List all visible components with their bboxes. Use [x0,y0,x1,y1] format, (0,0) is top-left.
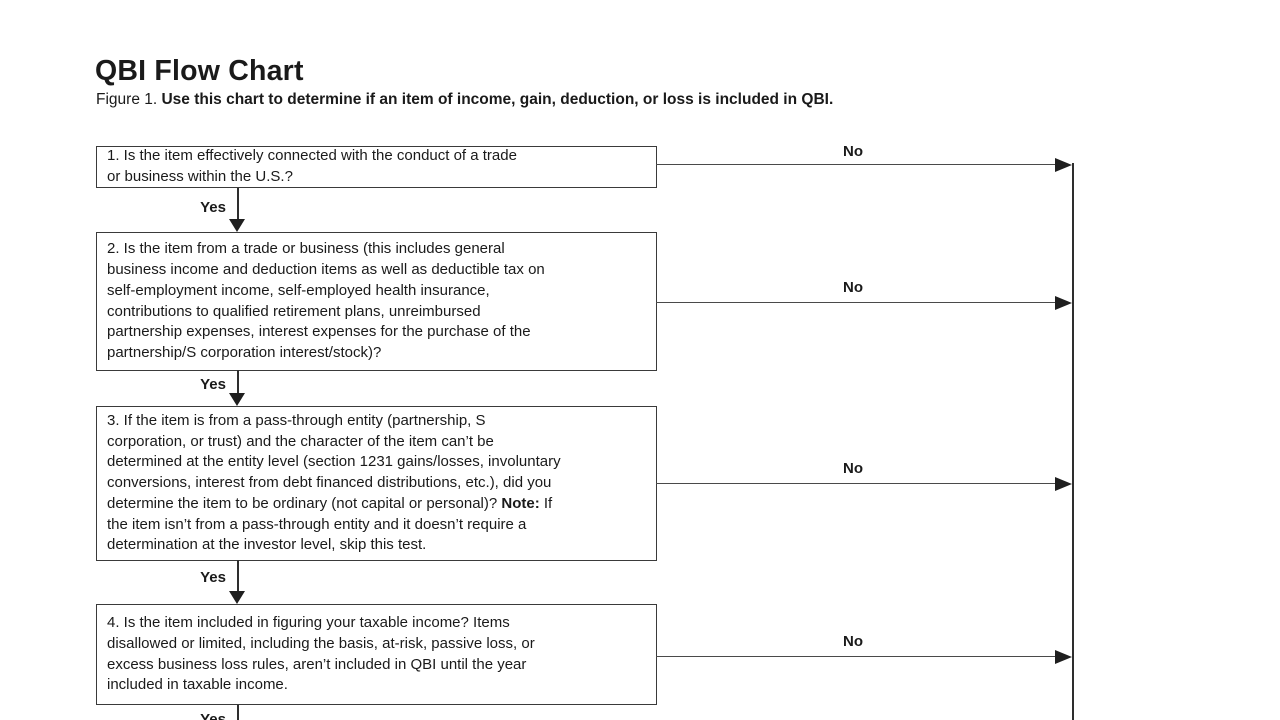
question-box-3-text-before-note: 3. If the item is from a pass-through en… [107,411,561,512]
yes-connector-line-1 [237,188,239,219]
no-connector-line-1 [656,163,1056,166]
yes-label-4: Yes [200,711,226,720]
question-box-3-text: 3. If the item is from a pass-through en… [107,411,648,557]
question-box-4: 4. Is the item included in figuring your… [96,604,657,705]
no-connector-line-4 [656,655,1056,658]
no-connector-line-3 [656,482,1056,485]
question-box-3-text-after-note: If the item isn’t from a pass-through en… [107,494,553,554]
no-connector-line-2 [656,301,1056,304]
yes-connector-line-4 [237,705,239,720]
question-box-2-text: 2. Is the item from a trade or business … [107,240,545,362]
arrow-down-icon [229,393,245,406]
question-box-3: 3. If the item is from a pass-through en… [96,406,657,561]
arrow-down-icon [229,591,245,604]
no-label-2: No [843,279,863,296]
figure-caption: Figure 1. Use this chart to determine if… [96,90,833,110]
page-title: QBI Flow Chart [95,55,304,87]
question-box-2: 2. Is the item from a trade or business … [96,232,657,371]
no-label-4: No [843,633,863,650]
no-rail-line [1072,163,1074,720]
arrow-right-icon [1055,157,1072,172]
arrow-right-icon [1055,295,1072,310]
yes-label-1: Yes [200,199,226,216]
question-box-1: 1. Is the item effectively connected wit… [96,145,657,188]
yes-connector-line-2 [237,370,239,393]
question-box-3-note-label: Note: [501,494,540,512]
question-box-1-text: 1. Is the item effectively connected wit… [107,146,517,185]
yes-label-3: Yes [200,569,226,586]
yes-label-2: Yes [200,376,226,393]
figure-label: Figure 1. [96,91,162,108]
figure-caption-text: Use this chart to determine if an item o… [161,91,834,108]
question-box-4-text: 4. Is the item included in figuring your… [107,613,535,694]
yes-connector-line-3 [237,560,239,591]
no-label-3: No [843,460,863,477]
no-label-1: No [843,143,863,160]
arrow-right-icon [1055,649,1072,664]
arrow-down-icon [229,219,245,232]
arrow-right-icon [1055,476,1072,491]
